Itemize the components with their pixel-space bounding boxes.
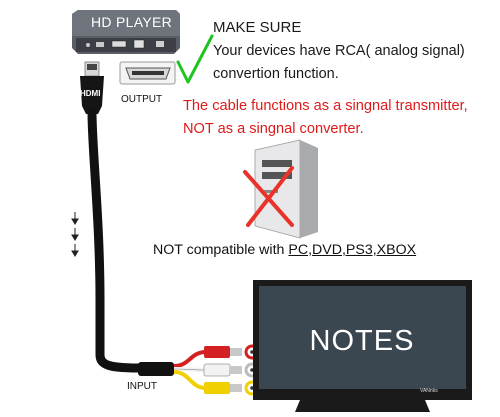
- notice-heading: MAKE SURE: [213, 19, 302, 36]
- compatibility-note: NOT compatible with PC,DVD,PS3,XBOX: [153, 243, 416, 257]
- hdmi-plug-icon: [80, 61, 104, 114]
- player-title: HD PLAYER: [91, 14, 173, 30]
- hdmi-cable: [87, 107, 145, 373]
- tv-brand: VANnks: [420, 388, 438, 394]
- checkmark-icon: [176, 34, 214, 84]
- warning-line-2: NOT as a singnal converter.: [183, 121, 364, 137]
- notice-line-2: convertion function.: [213, 66, 339, 82]
- compatibility-prefix: NOT compatible with: [153, 242, 289, 258]
- pc-tower-icon: [254, 139, 318, 239]
- input-label: INPUT: [127, 381, 157, 392]
- down-arrows-icon: [71, 212, 79, 257]
- television-icon: [253, 280, 472, 412]
- hdmi-label: HDMI: [80, 89, 101, 98]
- cross-icon: [243, 166, 294, 227]
- incompatible-devices: PC,DVD,PS3,XBOX: [288, 242, 417, 258]
- warning-line-1: The cable functions as a singnal transmi…: [183, 98, 468, 114]
- tv-screen-text: NOTES: [309, 325, 415, 357]
- notice-line-1: Your devices have RCA( analog signal): [213, 43, 465, 59]
- hdmi-output-port-icon: [119, 61, 176, 85]
- output-label: OUTPUT: [121, 94, 163, 105]
- hd-player-box-icon: [72, 10, 180, 54]
